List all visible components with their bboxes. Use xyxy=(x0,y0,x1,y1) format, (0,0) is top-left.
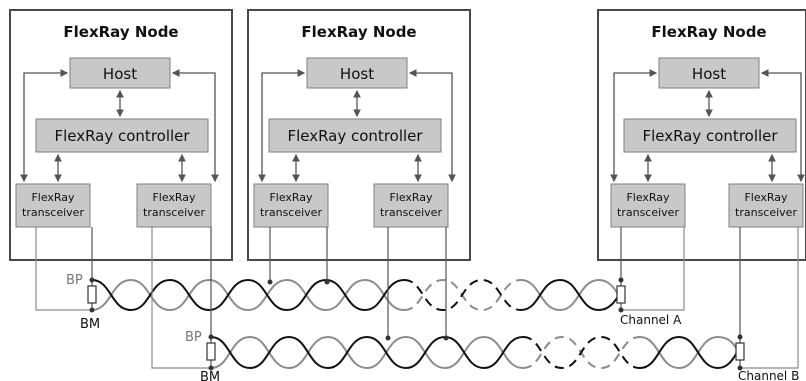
transceiver-b-line2: transceiver xyxy=(143,206,205,219)
transceiver-a-line1: FlexRay xyxy=(626,191,670,204)
transceiver-b-line2: transceiver xyxy=(735,206,797,219)
channel-b-bm-label: BM xyxy=(200,370,220,381)
transceiver-a-line1: FlexRay xyxy=(269,191,313,204)
transceiver-box-b xyxy=(136,183,212,228)
transceiver-a-line2: transceiver xyxy=(22,206,84,219)
internal-arrows xyxy=(258,69,456,183)
transceiver-box-a xyxy=(610,183,686,228)
node-title: FlexRay Node xyxy=(63,23,178,41)
channel-b-bp-label: BP xyxy=(185,330,202,345)
host-label: Host xyxy=(103,65,137,83)
channel-b-terminators xyxy=(206,334,745,371)
channel-a-bp-label: BP xyxy=(66,273,83,288)
termination-resistor xyxy=(735,342,745,361)
node-title: FlexRay Node xyxy=(651,23,766,41)
channel-a-wiring xyxy=(35,227,685,311)
channel-b-bus xyxy=(210,335,741,370)
channel-a-label: Channel A xyxy=(620,313,682,327)
internal-arrows xyxy=(20,69,219,183)
controller-label: FlexRay controller xyxy=(54,127,190,145)
channel-b-label: Channel B xyxy=(738,369,799,381)
flexray-node-2: FlexRay Node Host FlexRay controller Fle… xyxy=(247,9,471,261)
channel-a-bus xyxy=(91,278,622,312)
channel-b-wiring xyxy=(151,227,799,369)
host-box xyxy=(658,57,760,89)
termination-resistor xyxy=(87,285,97,304)
termination-resistor xyxy=(206,342,216,361)
transceiver-b-line1: FlexRay xyxy=(744,191,788,204)
channel-a-terminators xyxy=(87,277,626,313)
flexray-node-3: FlexRay Node Host FlexRay controller Fle… xyxy=(597,9,806,261)
transceiver-b-line1: FlexRay xyxy=(152,191,196,204)
transceiver-a-line1: FlexRay xyxy=(31,191,75,204)
transceiver-a-line2: transceiver xyxy=(617,206,679,219)
controller-label: FlexRay controller xyxy=(287,127,423,145)
transceiver-box-a xyxy=(15,183,91,228)
termination-resistor xyxy=(616,285,626,304)
transceiver-box-b xyxy=(373,183,449,228)
host-box xyxy=(306,57,408,89)
transceiver-b-line2: transceiver xyxy=(380,206,442,219)
flexray-node-1: FlexRay Node Host FlexRay controller Fle… xyxy=(9,9,233,261)
transceiver-b-line1: FlexRay xyxy=(389,191,433,204)
transceiver-box-a xyxy=(253,183,329,228)
transceiver-box-b xyxy=(728,183,804,228)
controller-label: FlexRay controller xyxy=(642,127,778,145)
host-label: Host xyxy=(692,65,726,83)
host-label: Host xyxy=(340,65,374,83)
host-box xyxy=(69,57,171,89)
channel-a-bm-label: BM xyxy=(80,317,100,332)
transceiver-a-line2: transceiver xyxy=(260,206,322,219)
internal-arrows xyxy=(610,69,805,183)
node-title: FlexRay Node xyxy=(301,23,416,41)
